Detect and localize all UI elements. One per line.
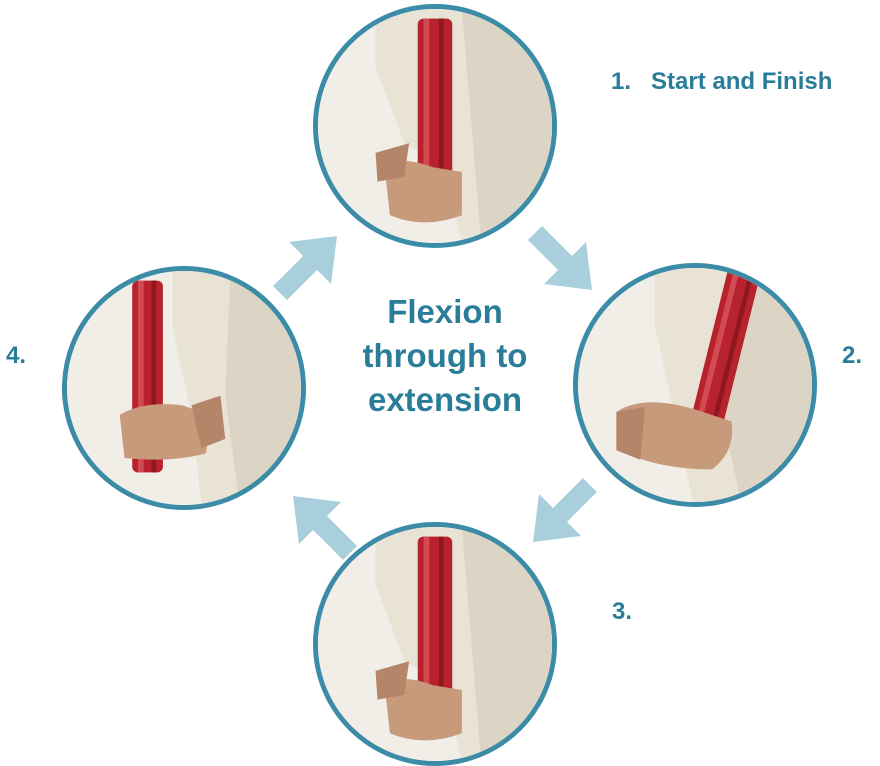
- step-3-label: 3.: [612, 598, 632, 626]
- center-title: Flexion through to extension: [330, 290, 560, 422]
- flexion-illustration: [578, 268, 812, 502]
- step-3-number: 3.: [612, 598, 632, 625]
- arrow-2-to-3-icon: [515, 470, 605, 560]
- step-1-label: 1. Start and Finish: [611, 68, 832, 96]
- step-1-photo: [313, 4, 557, 248]
- step-4-number: 4.: [6, 342, 26, 369]
- neutral-grip-illustration: [318, 9, 552, 243]
- center-title-line-2: through to: [330, 334, 560, 378]
- step-2-number: 2.: [842, 342, 862, 369]
- step-1-text: Start and Finish: [651, 68, 832, 95]
- arrow-3-to-4-icon: [275, 478, 365, 568]
- step-4-label: 4.: [6, 342, 26, 370]
- center-title-line-1: Flexion: [330, 290, 560, 334]
- center-title-line-3: extension: [330, 378, 560, 422]
- step-1-number: 1.: [611, 68, 631, 95]
- step-2-label: 2.: [842, 342, 862, 370]
